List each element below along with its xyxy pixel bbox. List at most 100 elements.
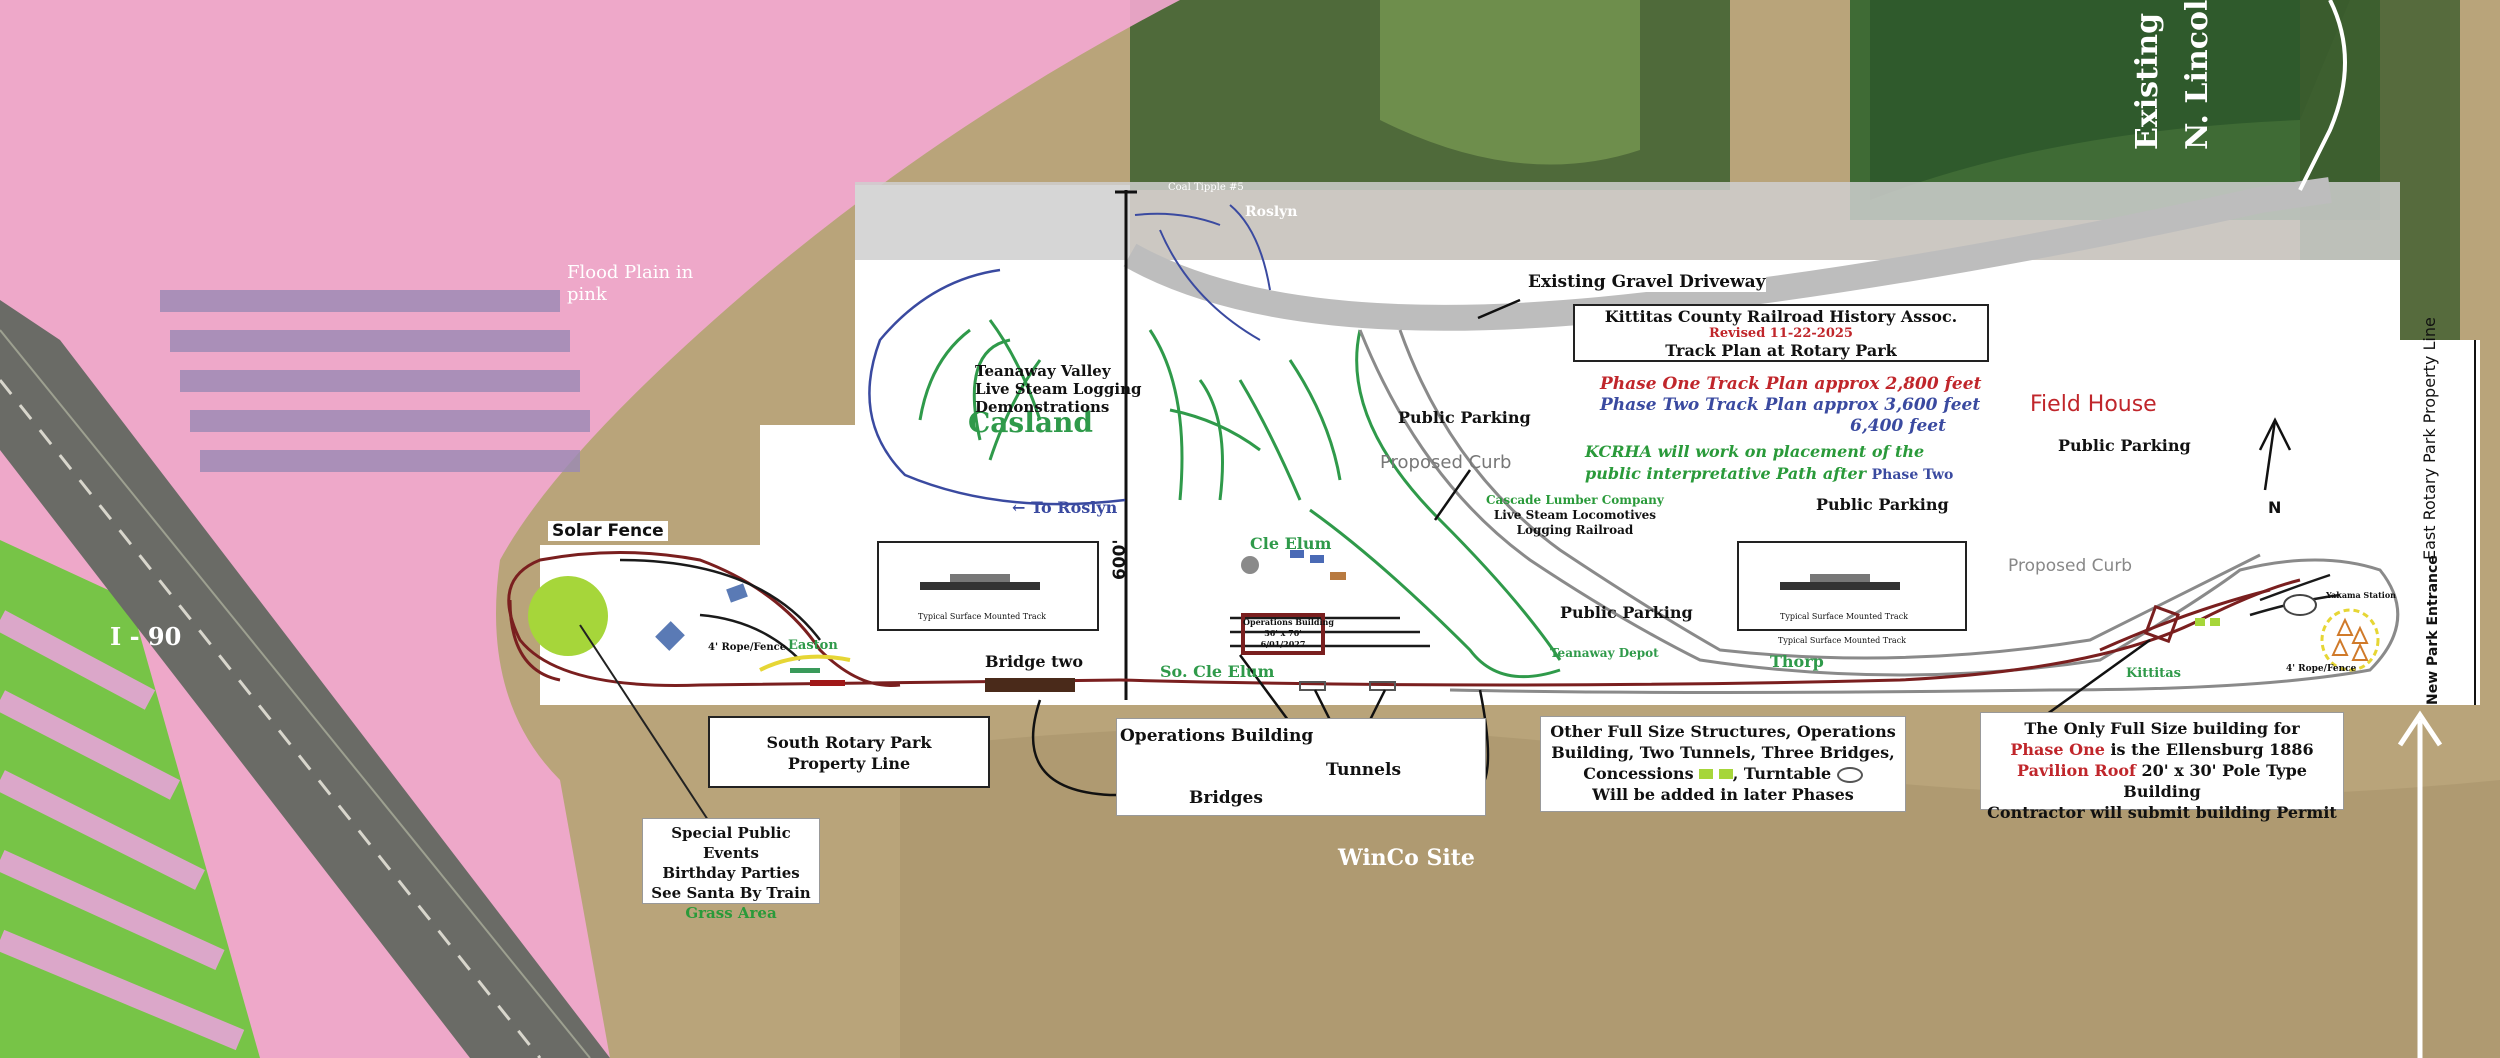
north-arrow-label: N (2268, 498, 2282, 517)
other-structures-callout: Other Full Size Structures, Operations B… (1540, 716, 1906, 812)
winco-site-label: WinCo Site (1338, 845, 1475, 871)
proposed-curb-label: Proposed Curb (1380, 452, 1512, 473)
track-section-right (1737, 541, 1967, 631)
south-property-callout: South Rotary Park Property Line (708, 716, 990, 788)
public-parking-4: Public Parking (1560, 603, 1693, 622)
only-building-callout: The Only Full Size building for Phase On… (1980, 712, 2344, 822)
turntable-icon (1836, 766, 1863, 783)
kcrha-line-2: public interpretative Path after (1585, 464, 1867, 483)
teanaway-label: Teanaway Valley Live Steam Logging Demon… (975, 362, 1141, 416)
yakama-station-cones (2331, 617, 2369, 661)
bridges-callout-label: Bridges (1185, 788, 1267, 808)
i90-highway (0, 300, 610, 1058)
events-callout: Special Public Events Birthday Parties S… (642, 818, 820, 922)
field-house-label: Field House (2030, 392, 2157, 417)
only-line-3a: Pavilion Roof (2017, 761, 2136, 780)
events-line-2: Birthday Parties (662, 864, 800, 882)
track-section-caption-right: Typical Surface Mounted Track (1780, 612, 1909, 621)
so-cle-elum-label: So. Cle Elum (1160, 662, 1275, 681)
field-arc (1870, 0, 2350, 200)
only-line-2b: is the Ellensburg 1886 (2104, 740, 2314, 759)
track-section-caption-below: Typical Surface Mounted Track (1778, 636, 1907, 645)
cascade-lumber-label: Cascade Lumber Company Live Steam Locomo… (1486, 493, 1664, 538)
title-box-frame (1573, 304, 1989, 362)
lincoln-label: N. Lincoln (2180, 0, 2215, 150)
other-line-3b: , Turntable (1732, 764, 1832, 783)
other-line-1: Other Full Size Structures, Operations (1550, 722, 1896, 741)
concession-swatch (1699, 769, 1714, 779)
ops-footprint-line-3: 6/01/2027 (1260, 639, 1306, 649)
ball-diamond (1380, 0, 1640, 165)
concession-swatch-2 (1718, 769, 1733, 779)
green-crop-field (0, 540, 260, 1058)
only-line-1: The Only Full Size building for (2024, 719, 2300, 738)
only-line-3b: 20' x 30' Pole Type Building (2123, 761, 2307, 801)
title-line-1: Kittitas County Railroad History Assoc. (1604, 307, 1958, 326)
roslyn-label: Roslyn (1245, 204, 1298, 220)
public-parking-2: Public Parking (2058, 436, 2191, 455)
easton-label: Easton (788, 638, 838, 653)
other-line-3a: Concessions (1583, 764, 1694, 783)
phase-one-track (507, 551, 2301, 688)
new-park-entrance-label: New Park Entrance (2425, 555, 2441, 705)
grass-area-circle (528, 576, 608, 656)
ops-footprint-line-1: Operations Building (1243, 617, 1334, 627)
other-line-2: Building, Two Tunnels, Three Bridges, (1551, 743, 1895, 762)
operations-building-callout-label: Operations Building (1120, 726, 1314, 746)
bridge-two-label: Bridge two (985, 652, 1083, 671)
only-line-4: Contractor will submit building Permit (1987, 803, 2337, 822)
proposed-curb-label-2: Proposed Curb (2008, 556, 2133, 576)
track-section-left (877, 541, 1099, 631)
cascade-line-2: Live Steam Locomotives (1493, 508, 1657, 522)
operations-building-footprint (1241, 613, 1325, 655)
phase-total-label: 6,400 feet (1850, 416, 1946, 436)
teanaway-line-3: Demonstrations (975, 398, 1110, 416)
casland-label: Casland (968, 406, 1093, 439)
thorp-label: Thorp (1770, 652, 1824, 671)
bridge-two-graphic (985, 678, 1075, 692)
kcrha-line-1: KCRHA will work on placement of the (1585, 442, 1925, 461)
title-box: Kittitas County Railroad History Assoc. … (1574, 308, 1988, 359)
turntable (2283, 594, 2317, 616)
kcrha-line-3: Phase Two (1871, 467, 1954, 483)
to-roslyn-text: To Roslyn (1030, 498, 1118, 517)
east-property-label: East Rotary Park Property Line (2420, 317, 2439, 560)
other-line-4: Will be added in later Phases (1592, 785, 1854, 804)
teanaway-line-1: Teanaway Valley (975, 362, 1111, 380)
rope-fence-label-1: 4' Rope/Fence (708, 642, 787, 653)
phase-two-label: Phase Two Track Plan approx 3,600 feet (1600, 395, 1981, 415)
kittitas-label: Kittitas (2126, 666, 2181, 681)
south-line-1: South Rotary Park (766, 733, 932, 752)
highway-label: I - 90 (110, 622, 182, 651)
teanaway-line-2: Live Steam Logging (975, 380, 1142, 398)
main-loop-tracks (1358, 329, 2400, 694)
coal-tipple-label: Coal Tipple #5 (1168, 182, 1244, 193)
to-roslyn-label: ← To Roslyn (1012, 498, 1118, 517)
flood-plain-label: Flood Plain in pink (567, 262, 694, 305)
yakama-station-label: Yakama Station (2326, 590, 2396, 600)
entrance-arrow (2397, 710, 2443, 1058)
events-line-1: Special Public Events (671, 824, 791, 862)
track-section-caption-left: Typical Surface Mounted Track (918, 612, 1047, 621)
solar-fence-label: Solar Fence (548, 521, 668, 541)
title-line-3: Track Plan at Rotary Park (1665, 341, 1897, 360)
dimension-label: 600' (1110, 539, 1130, 580)
cascade-line-3: Logging Railroad (1516, 523, 1634, 537)
tunnels-callout-label: Tunnels (1326, 760, 1402, 780)
only-line-2a: Phase One (2010, 740, 2105, 759)
public-parking-3: Public Parking (1816, 495, 1949, 514)
events-line-3: See Santa By Train (651, 884, 811, 902)
pavilion-footprint (2144, 604, 2180, 644)
logging-tracks (918, 319, 1562, 679)
teanaway-depot-label: Teanaway Depot (1550, 646, 1659, 660)
gravel-driveway-label: Existing Gravel Driveway (1528, 272, 1766, 292)
kcrha-note: KCRHA will work on placement of the publ… (1585, 441, 1953, 486)
cle-elum-label: Cle Elum (1250, 534, 1332, 553)
title-line-2: Revised 11-22-2025 (1709, 326, 1853, 341)
ops-building-footprint-label: Operations Building 36' x 70' 6/01/2027 (1243, 617, 1334, 650)
rope-fence-label-2: 4' Rope/Fence (2286, 664, 2357, 674)
existing-label: Existing (2130, 12, 2165, 150)
south-line-2: Property Line (787, 754, 911, 773)
